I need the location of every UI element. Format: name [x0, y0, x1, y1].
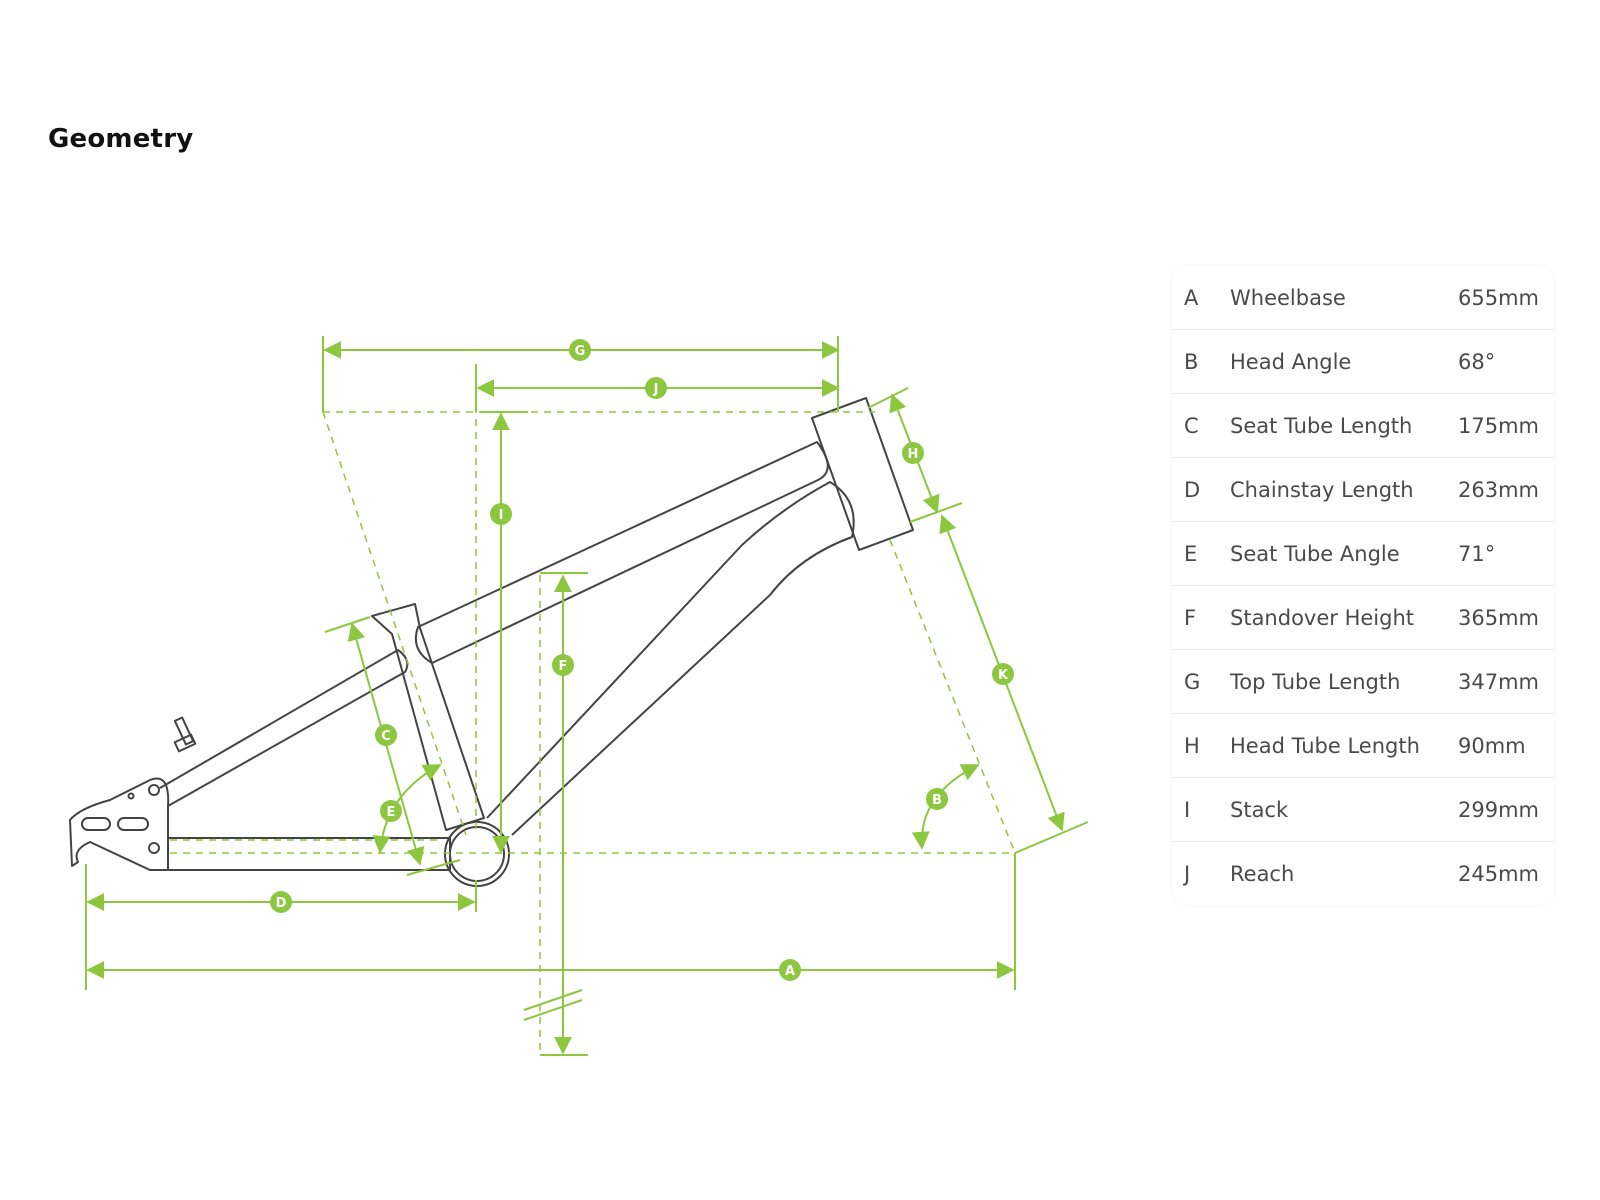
row-letter: I [1184, 797, 1191, 822]
row-letter: E [1184, 541, 1198, 566]
callout-b: B [926, 788, 948, 810]
seat-clamp-bolt [173, 716, 195, 746]
row-name: Head Angle [1230, 349, 1352, 374]
row-letter: A [1184, 285, 1199, 310]
row-value: 90mm [1458, 733, 1526, 758]
row-letter: J [1184, 861, 1191, 886]
row-name: Standover Height [1230, 605, 1414, 630]
bottom-bracket-inner [449, 826, 505, 882]
row-value: 365mm [1458, 605, 1539, 630]
table-row: I Stack 299mm [1172, 778, 1554, 842]
dropout-pin [127, 792, 135, 800]
row-name: Seat Tube Angle [1230, 541, 1400, 566]
row-name: Reach [1230, 861, 1295, 886]
svg-text:J: J [653, 382, 659, 397]
svg-text:K: K [998, 668, 1009, 683]
table-row: J Reach 245mm [1172, 842, 1554, 905]
row-letter: G [1184, 669, 1201, 694]
table-row: B Head Angle 68° [1172, 330, 1554, 394]
row-letter: C [1184, 413, 1199, 438]
callout-c: C [375, 724, 397, 746]
row-name: Top Tube Length [1230, 669, 1401, 694]
callout-a: A [779, 959, 801, 981]
row-name: Head Tube Length [1230, 733, 1420, 758]
dropout-hole [148, 784, 160, 796]
row-value: 71° [1458, 541, 1496, 566]
row-value: 347mm [1458, 669, 1539, 694]
callout-e: E [380, 800, 402, 822]
chain-stay [168, 837, 451, 871]
row-letter: B [1184, 349, 1199, 374]
svg-text:H: H [908, 447, 919, 462]
svg-text:C: C [381, 729, 391, 744]
frame-geometry-diagram: G J I H K F C E B D A [69, 336, 1089, 1056]
table-row: A Wheelbase 655mm [1172, 266, 1554, 330]
reference-lines [170, 380, 1016, 1055]
svg-text:I: I [499, 508, 504, 523]
callout-h: H [902, 442, 924, 464]
page-title: Geometry [48, 124, 194, 154]
dropout-hole-2 [148, 842, 160, 854]
seat-clamp-head [173, 733, 197, 753]
callout-k: K [992, 663, 1014, 685]
svg-text:B: B [932, 793, 942, 808]
dropout [69, 777, 170, 871]
table-row: E Seat Tube Angle 71° [1172, 522, 1554, 586]
dimension-lines [85, 336, 1089, 1056]
table-row: F Standover Height 365mm [1172, 586, 1554, 650]
row-value: 245mm [1458, 861, 1539, 886]
svg-text:D: D [276, 896, 287, 911]
row-value: 299mm [1458, 797, 1539, 822]
row-value: 68° [1458, 349, 1496, 374]
table-row: H Head Tube Length 90mm [1172, 714, 1554, 778]
head-tube [811, 397, 914, 551]
row-letter: H [1184, 733, 1200, 758]
row-name: Wheelbase [1230, 285, 1346, 310]
row-letter: D [1184, 477, 1201, 502]
dropout-slot [81, 817, 111, 831]
seat-stay [159, 649, 409, 807]
table-row: D Chainstay Length 263mm [1172, 458, 1554, 522]
row-name: Chainstay Length [1230, 477, 1414, 502]
callout-d: D [270, 891, 292, 913]
bike-frame [69, 397, 914, 887]
callout-g: G [569, 339, 591, 361]
down-tube [486, 481, 855, 836]
callout-j: J [645, 377, 667, 399]
seat-tube [371, 603, 485, 831]
bottom-bracket-outer [444, 821, 510, 887]
geometry-table: A Wheelbase 655mm B Head Angle 68° C Sea… [1172, 266, 1554, 905]
row-value: 263mm [1458, 477, 1539, 502]
row-name: Stack [1230, 797, 1289, 822]
row-value: 655mm [1458, 285, 1539, 310]
table-row: G Top Tube Length 347mm [1172, 650, 1554, 714]
svg-text:G: G [575, 344, 586, 359]
callout-i: I [490, 503, 512, 525]
svg-text:A: A [785, 964, 795, 979]
callout-f: F [552, 654, 574, 676]
dropout-slot-2 [117, 817, 149, 831]
row-name: Seat Tube Length [1230, 413, 1413, 438]
svg-text:E: E [387, 805, 396, 820]
table-row: C Seat Tube Length 175mm [1172, 394, 1554, 458]
row-letter: F [1184, 605, 1197, 630]
svg-text:F: F [559, 659, 568, 674]
top-tube [414, 441, 829, 664]
row-value: 175mm [1458, 413, 1539, 438]
